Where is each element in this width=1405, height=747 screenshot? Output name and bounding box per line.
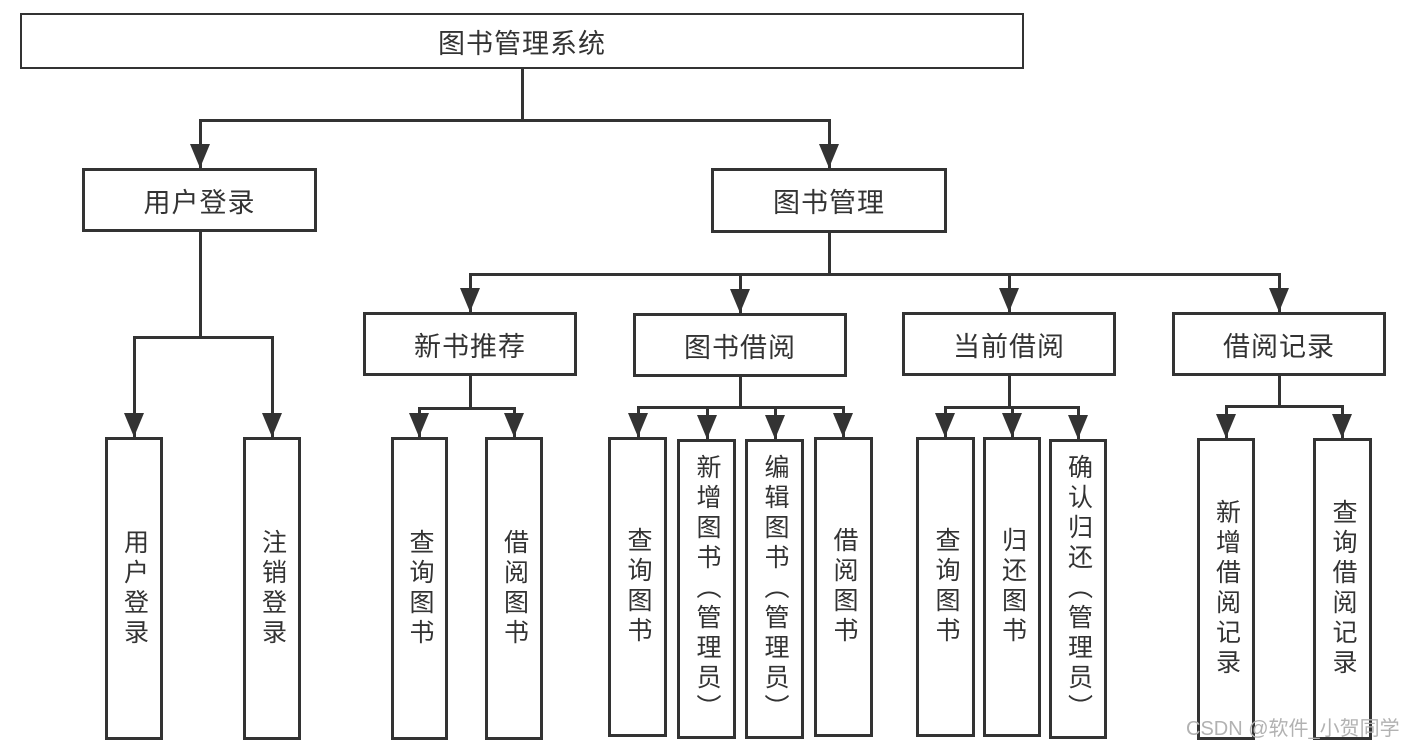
connector-line xyxy=(1225,405,1343,408)
node-book-management: 图书管理 xyxy=(711,168,947,233)
arrowhead-icon xyxy=(190,144,210,168)
node-new-book-recommend-label: 新书推荐 xyxy=(414,331,526,362)
connector-line xyxy=(199,119,830,122)
arrowhead-icon xyxy=(628,413,648,437)
connector-line xyxy=(739,377,742,409)
arrowhead-icon xyxy=(409,413,429,437)
arrowhead-icon xyxy=(1332,414,1352,438)
leaf-edit-book-admin-label: 编辑图书（管理员） xyxy=(761,454,789,724)
arrowhead-icon xyxy=(1002,413,1022,437)
node-root: 图书管理系统 xyxy=(20,13,1024,69)
connector-line xyxy=(828,233,831,275)
leaf-query-books-1: 查询图书 xyxy=(391,437,448,740)
leaf-logout: 注销登录 xyxy=(243,437,301,740)
leaf-return-book-label: 归还图书 xyxy=(998,527,1027,647)
node-book-borrow: 图书借阅 xyxy=(633,313,847,377)
leaf-borrow-books-2: 借阅图书 xyxy=(814,437,873,737)
connector-line xyxy=(133,336,136,437)
leaf-query-books-2-label: 查询图书 xyxy=(624,527,652,647)
leaf-return-book: 归还图书 xyxy=(983,437,1041,737)
leaf-query-borrow-record-label: 查询借阅记录 xyxy=(1329,499,1357,679)
leaf-query-books-2: 查询图书 xyxy=(608,437,667,737)
node-current-borrow: 当前借阅 xyxy=(902,312,1116,376)
leaf-confirm-return-admin: 确认归还（管理员） xyxy=(1049,439,1107,739)
leaf-query-books-3-label: 查询图书 xyxy=(932,527,960,647)
leaf-add-book-admin: 新增图书（管理员） xyxy=(677,439,736,739)
leaf-user-login-label: 用户登录 xyxy=(120,528,149,649)
arrowhead-icon xyxy=(697,415,717,439)
arrowhead-icon xyxy=(1269,288,1289,312)
node-new-book-recommend: 新书推荐 xyxy=(363,312,577,376)
leaf-query-books-3: 查询图书 xyxy=(916,437,975,737)
leaf-borrow-books-2-label: 借阅图书 xyxy=(830,527,858,647)
connector-line xyxy=(271,336,274,437)
connector-line xyxy=(1278,376,1281,408)
connector-line xyxy=(521,68,524,121)
leaf-edit-book-admin: 编辑图书（管理员） xyxy=(745,439,804,739)
connector-line xyxy=(637,406,844,409)
arrowhead-icon xyxy=(935,413,955,437)
node-borrow-records-label: 借阅记录 xyxy=(1223,331,1335,362)
leaf-borrow-books-1: 借阅图书 xyxy=(485,437,543,740)
leaf-query-books-1-label: 查询图书 xyxy=(406,528,434,649)
node-user-login: 用户登录 xyxy=(82,168,317,232)
node-root-label: 图书管理系统 xyxy=(438,28,606,59)
arrowhead-icon xyxy=(1216,414,1236,438)
leaf-add-borrow-record: 新增借阅记录 xyxy=(1197,438,1255,740)
arrowhead-icon xyxy=(999,288,1019,312)
leaf-query-borrow-record: 查询借阅记录 xyxy=(1313,438,1372,740)
connector-line xyxy=(418,407,515,410)
connector-line xyxy=(199,232,202,339)
connector-line xyxy=(828,119,831,168)
arrowhead-icon xyxy=(460,288,480,312)
arrowhead-icon xyxy=(124,413,144,437)
leaf-user-login: 用户登录 xyxy=(105,437,163,740)
node-current-borrow-label: 当前借阅 xyxy=(953,331,1065,362)
connector-line xyxy=(133,336,273,339)
leaf-confirm-return-admin-label: 确认归还（管理员） xyxy=(1064,454,1093,724)
node-book-borrow-label: 图书借阅 xyxy=(684,332,796,363)
connector-line xyxy=(1008,376,1011,408)
leaf-add-borrow-record-label: 新增借阅记录 xyxy=(1212,499,1241,679)
arrowhead-icon xyxy=(765,415,785,439)
arrowhead-icon xyxy=(730,289,750,313)
node-borrow-records: 借阅记录 xyxy=(1172,312,1386,376)
node-user-login-label: 用户登录 xyxy=(143,187,256,218)
leaf-borrow-books-1-label: 借阅图书 xyxy=(500,528,529,649)
arrowhead-icon xyxy=(504,413,524,437)
leaf-add-book-admin-label: 新增图书（管理员） xyxy=(693,454,721,724)
arrowhead-icon xyxy=(1068,415,1088,439)
arrowhead-icon xyxy=(833,413,853,437)
arrowhead-icon xyxy=(819,144,839,168)
arrowhead-icon xyxy=(262,413,282,437)
node-book-management-label: 图书管理 xyxy=(773,188,885,218)
csdn-watermark: CSDN @软件_小贺同学 xyxy=(1186,718,1400,740)
leaf-logout-label: 注销登录 xyxy=(258,528,287,649)
connector-line xyxy=(199,119,202,168)
connector-line xyxy=(469,376,472,409)
connector-line xyxy=(469,273,1280,276)
